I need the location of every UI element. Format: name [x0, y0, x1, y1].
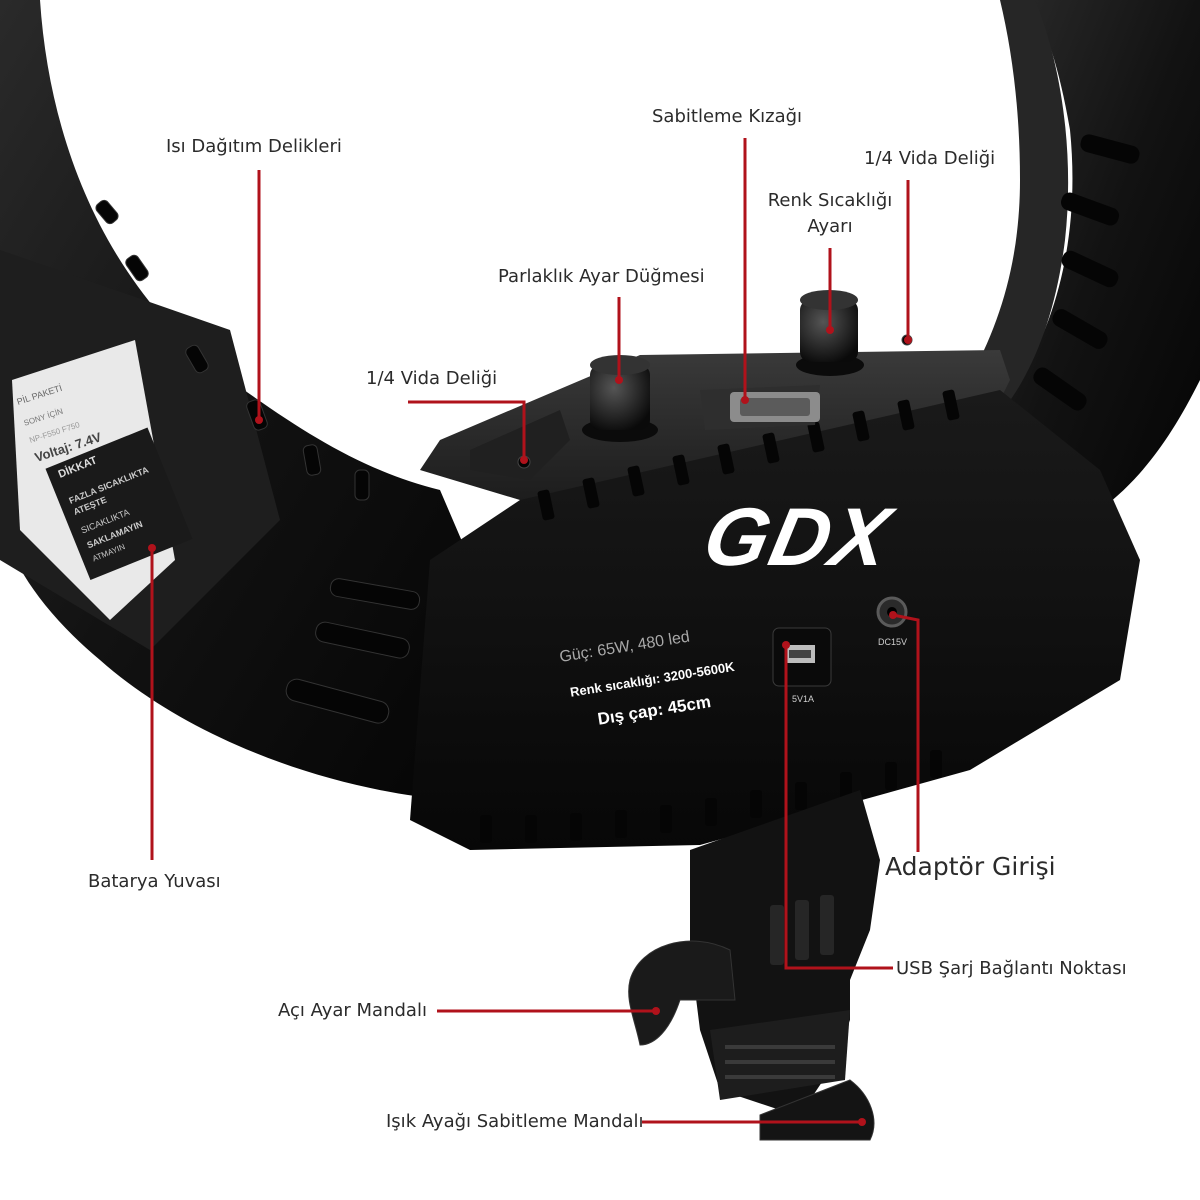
brightness-knob	[582, 355, 658, 442]
label-screw-hole-right: 1/4 Vida Deliği	[864, 148, 996, 169]
stand-mount	[690, 790, 880, 1110]
callout-dots	[148, 326, 912, 1126]
brand-logo: GDX	[696, 491, 902, 583]
label-usb-port: USB Şarj Bağlantı Noktası	[896, 958, 1127, 979]
label-color-temp-knob-line2: Ayarı	[807, 215, 853, 237]
label-mount-shoe: Sabitleme Kızağı	[652, 106, 803, 127]
label-adapter-input: Adaptör Girişi	[885, 852, 1056, 881]
angle-lever	[628, 940, 736, 1046]
ring-body	[0, 0, 1200, 520]
label-brightness-knob: Parlaklık Ayar Düğmesi	[498, 266, 705, 287]
cold-shoe-mount	[700, 385, 820, 430]
label-stand-lever: Işık Ayağı Sabitleme Mandalı	[386, 1111, 644, 1132]
battery-warning: DİKKAT FAZLA SICAKLIKTA ATEŞTE SICAKLIKT…	[45, 427, 193, 581]
stand-lever	[759, 1079, 875, 1141]
label-color-temp-knob-line1: Renk Sıcaklığı	[767, 190, 893, 211]
label-battery-slot: Batarya Yuvası	[88, 871, 221, 892]
label-angle-lever: Açı Ayar Mandalı	[278, 1000, 427, 1021]
callout-lines	[150, 138, 920, 1124]
heat-vents-right	[1033, 134, 1140, 411]
label-heat-vents: Isı Dağıtım Delikleri	[166, 136, 342, 157]
control-housing	[410, 350, 1140, 850]
heat-vents	[95, 199, 421, 724]
label-color-temp-knob: Renk Sıcaklığı Ayarı	[760, 190, 900, 237]
label-screw-hole-left: 1/4 Vida Deliği	[366, 368, 498, 389]
dc-port: DC15V	[876, 596, 908, 647]
usb-port-label: 5V1A	[792, 694, 814, 704]
dc-port-label: DC15V	[878, 637, 907, 647]
ring-right-rim	[960, 0, 1069, 420]
